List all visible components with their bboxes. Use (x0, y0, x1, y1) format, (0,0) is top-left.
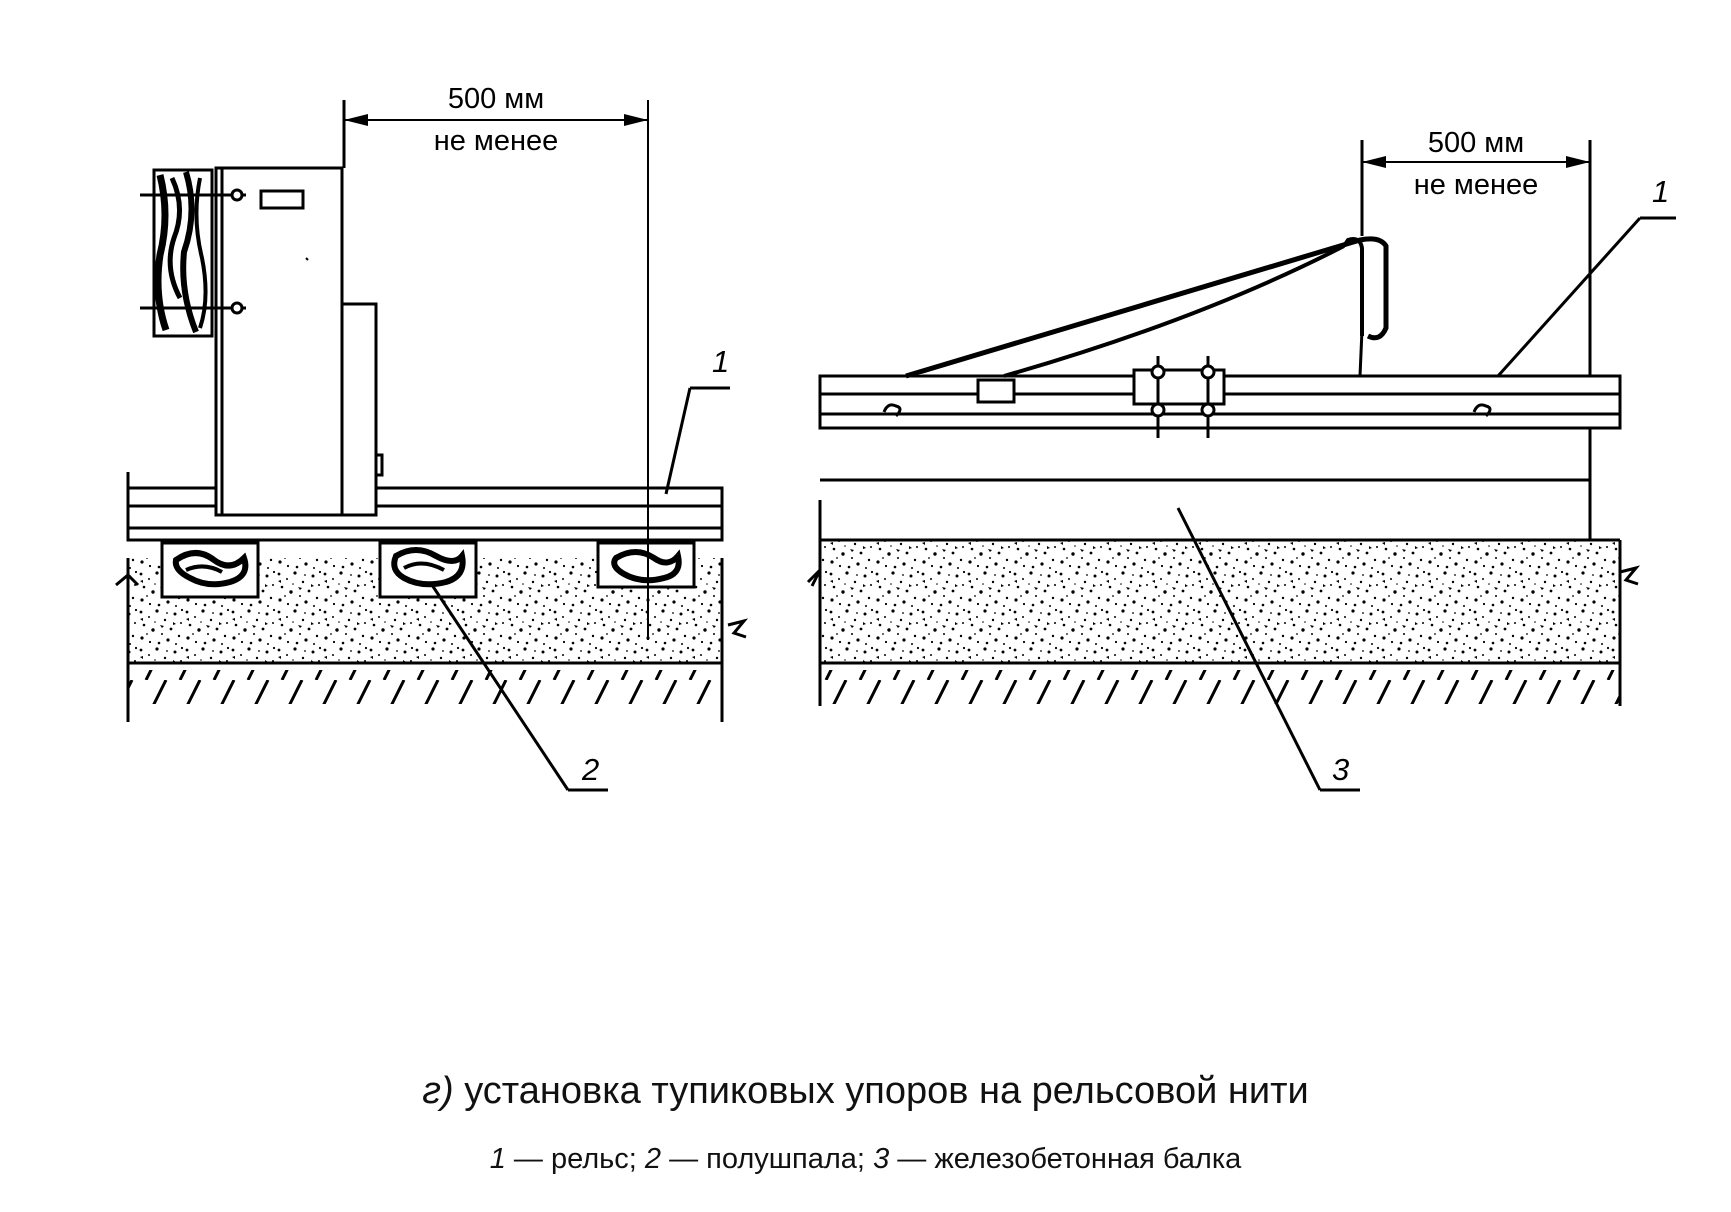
callout-left-rail: 1 (712, 344, 729, 379)
concrete-beam (820, 428, 1592, 540)
right-buffer-stop (905, 236, 1389, 438)
half-sleepers (160, 541, 696, 599)
legend-label: — железобетонная балка (897, 1143, 1242, 1175)
leader-line (1496, 216, 1642, 378)
leader-line (1176, 507, 1322, 791)
legend-label: — полушпала; (669, 1143, 865, 1175)
caption-text: установка тупиковых упоров на рельсовой … (464, 1070, 1309, 1112)
left-dimension (342, 100, 649, 640)
legend-label: — рельс; (513, 1143, 637, 1175)
caption-prefix: г) (422, 1070, 454, 1112)
right-ground (806, 500, 1641, 706)
callout-left-sleeper: 2 (581, 752, 599, 787)
legend-num: 3 (873, 1143, 890, 1175)
figure-legend: 1 — рельс; 2 — полушпала; 3 — железобето… (0, 1143, 1731, 1176)
callout-right-rail: 1 (1652, 174, 1669, 209)
left-dimension-note: не менее (434, 125, 559, 157)
left-view (115, 100, 749, 792)
legend-num: 1 (489, 1143, 506, 1175)
sleeper (160, 541, 260, 599)
sleeper (378, 541, 478, 599)
right-dimension (1360, 140, 1592, 376)
right-dimension-note: не менее (1414, 169, 1539, 201)
left-dimension-value: 500 мм (448, 83, 544, 115)
leader-line (664, 387, 692, 495)
sleeper (596, 541, 696, 589)
callout-right-beam: 3 (1332, 752, 1349, 787)
right-dimension-value: 500 мм (1428, 127, 1524, 159)
right-view (806, 140, 1676, 792)
legend-num: 2 (644, 1143, 662, 1175)
figure-caption: г) установка тупиковых упоров на рельсов… (0, 1070, 1731, 1113)
left-buffer-stop (140, 166, 384, 517)
leader-line (430, 584, 570, 791)
